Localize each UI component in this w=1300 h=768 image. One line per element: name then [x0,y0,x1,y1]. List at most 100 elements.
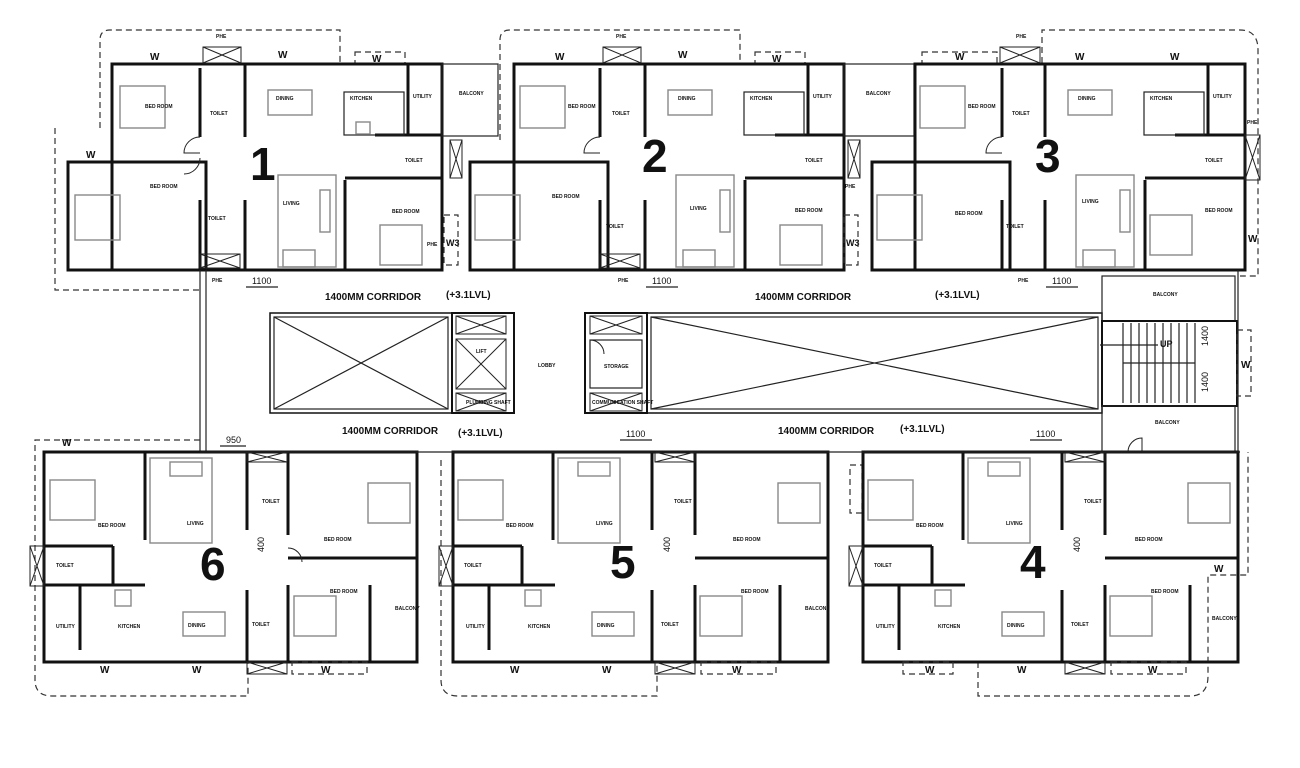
room-label: TOILET [1006,224,1024,230]
window-label: W [150,52,160,63]
communication-shaft-label: COMMUNICATION SHAFT [592,400,653,406]
room-label: TOILET [674,499,692,505]
window-label: W [192,665,202,676]
window-label: W [100,665,110,676]
dimension-1100: 1100 [1052,276,1071,286]
room-label: BED ROOM [330,589,358,595]
w3-label: W3 [846,238,860,248]
unit-number-5: 5 [610,536,636,588]
room-label: BED ROOM [1205,208,1233,214]
room-label: BED ROOM [955,211,983,217]
window-label: W [925,665,935,676]
dimension-400: 400 [662,537,672,552]
window-label: W [1248,234,1258,245]
room-label: LIVING [187,521,204,527]
room-label: TOILET [252,622,270,628]
unit-number-4: 4 [1020,536,1046,588]
room-label: TOILET [1012,111,1030,117]
room-label: TOILET [874,563,892,569]
room-label: DINING [188,623,206,629]
window-label: W [1214,564,1224,575]
room-label: BALCONY [805,606,830,612]
window-label: W [321,665,331,676]
room-label: LIVING [1082,199,1099,205]
room-label: BED ROOM [568,104,596,110]
level-label: (+3.1LVL) [458,428,503,439]
room-label: DINING [1078,96,1096,102]
window-label: W [1075,52,1085,63]
window-label: W [1170,52,1180,63]
window-label: W [772,54,782,65]
core: 1400MM CORRIDOR (+3.1LVL) 1400MM CORRIDO… [199,270,1252,453]
phe-label: PHE [427,242,438,248]
room-label: BED ROOM [916,523,944,529]
room-label: TOILET [1084,499,1102,505]
phe-label: PHE [845,184,856,190]
window-label: W [1241,360,1251,371]
window-label: W [602,665,612,676]
window-label: W [732,665,742,676]
unit-6: 6 BED ROOM LIVING TOILET BED ROOM TOILET… [29,435,420,697]
room-label: BED ROOM [324,537,352,543]
room-label: TOILET [805,158,823,164]
room-label: BALCONY [1155,420,1180,426]
window-label: W [1148,665,1158,676]
room-label: DINING [1007,623,1025,629]
lobby-label: LOBBY [538,363,556,369]
dimension-1100: 1100 [1036,429,1055,439]
room-label: LIVING [283,201,300,207]
room-label: BED ROOM [392,209,420,215]
room-label: BED ROOM [968,104,996,110]
room-label: BALCONY [1212,616,1237,622]
room-label: DINING [597,623,615,629]
room-label: BED ROOM [552,194,580,200]
room-label: BED ROOM [795,208,823,214]
dimension-400: 400 [1072,537,1082,552]
room-label: BED ROOM [150,184,178,190]
room-label: BED ROOM [741,589,769,595]
room-label: LIVING [596,521,613,527]
dimension-1100: 1100 [252,276,271,286]
window-label: W [372,54,382,65]
room-label: BED ROOM [733,537,761,543]
room-label: TOILET [464,563,482,569]
room-label: KITCHEN [938,624,961,630]
dimension-950: 950 [226,435,241,445]
plumbing-shaft-label: PLUMBING SHAFT [466,400,511,406]
dimension-400: 400 [256,537,266,552]
window-label: W [678,50,688,61]
room-label: TOILET [210,111,228,117]
phe-label: PHE [618,278,629,284]
corridor-label: 1400MM CORRIDOR [342,426,439,437]
unit-number-2: 2 [642,130,668,182]
room-label: TOILET [262,499,280,505]
room-label: KITCHEN [528,624,551,630]
level-label: (+3.1LVL) [935,290,980,301]
dimension-1100: 1100 [626,429,645,439]
window-label: W [555,52,565,63]
room-label: BED ROOM [145,104,173,110]
dimension-1100: 1100 [652,276,671,286]
room-label: LIVING [690,206,707,212]
room-label: BALCONY [1153,292,1178,298]
room-label: UTILITY [813,94,833,100]
room-label: BED ROOM [506,523,534,529]
corridor-label: 1400MM CORRIDOR [755,292,852,303]
stair-dimension: 1400 [1200,372,1210,392]
phe-label: PHE [1247,120,1258,126]
room-label: KITCHEN [750,96,773,102]
window-label: W [1017,665,1027,676]
room-label: BALCONY [459,91,484,97]
phe-label: PHE [616,34,627,40]
room-label: DINING [276,96,294,102]
room-label: BED ROOM [98,523,126,529]
room-label: TOILET [1071,622,1089,628]
room-label: TOILET [1205,158,1223,164]
room-label: KITCHEN [350,96,373,102]
room-label: BALCONY [866,91,891,97]
stair-dimension: 1400 [1200,326,1210,346]
room-label: TOILET [612,111,630,117]
room-label: DINING [678,96,696,102]
unit-4: 4 BED ROOM LIVING TOILET BED ROOM TOILET… [848,429,1249,697]
